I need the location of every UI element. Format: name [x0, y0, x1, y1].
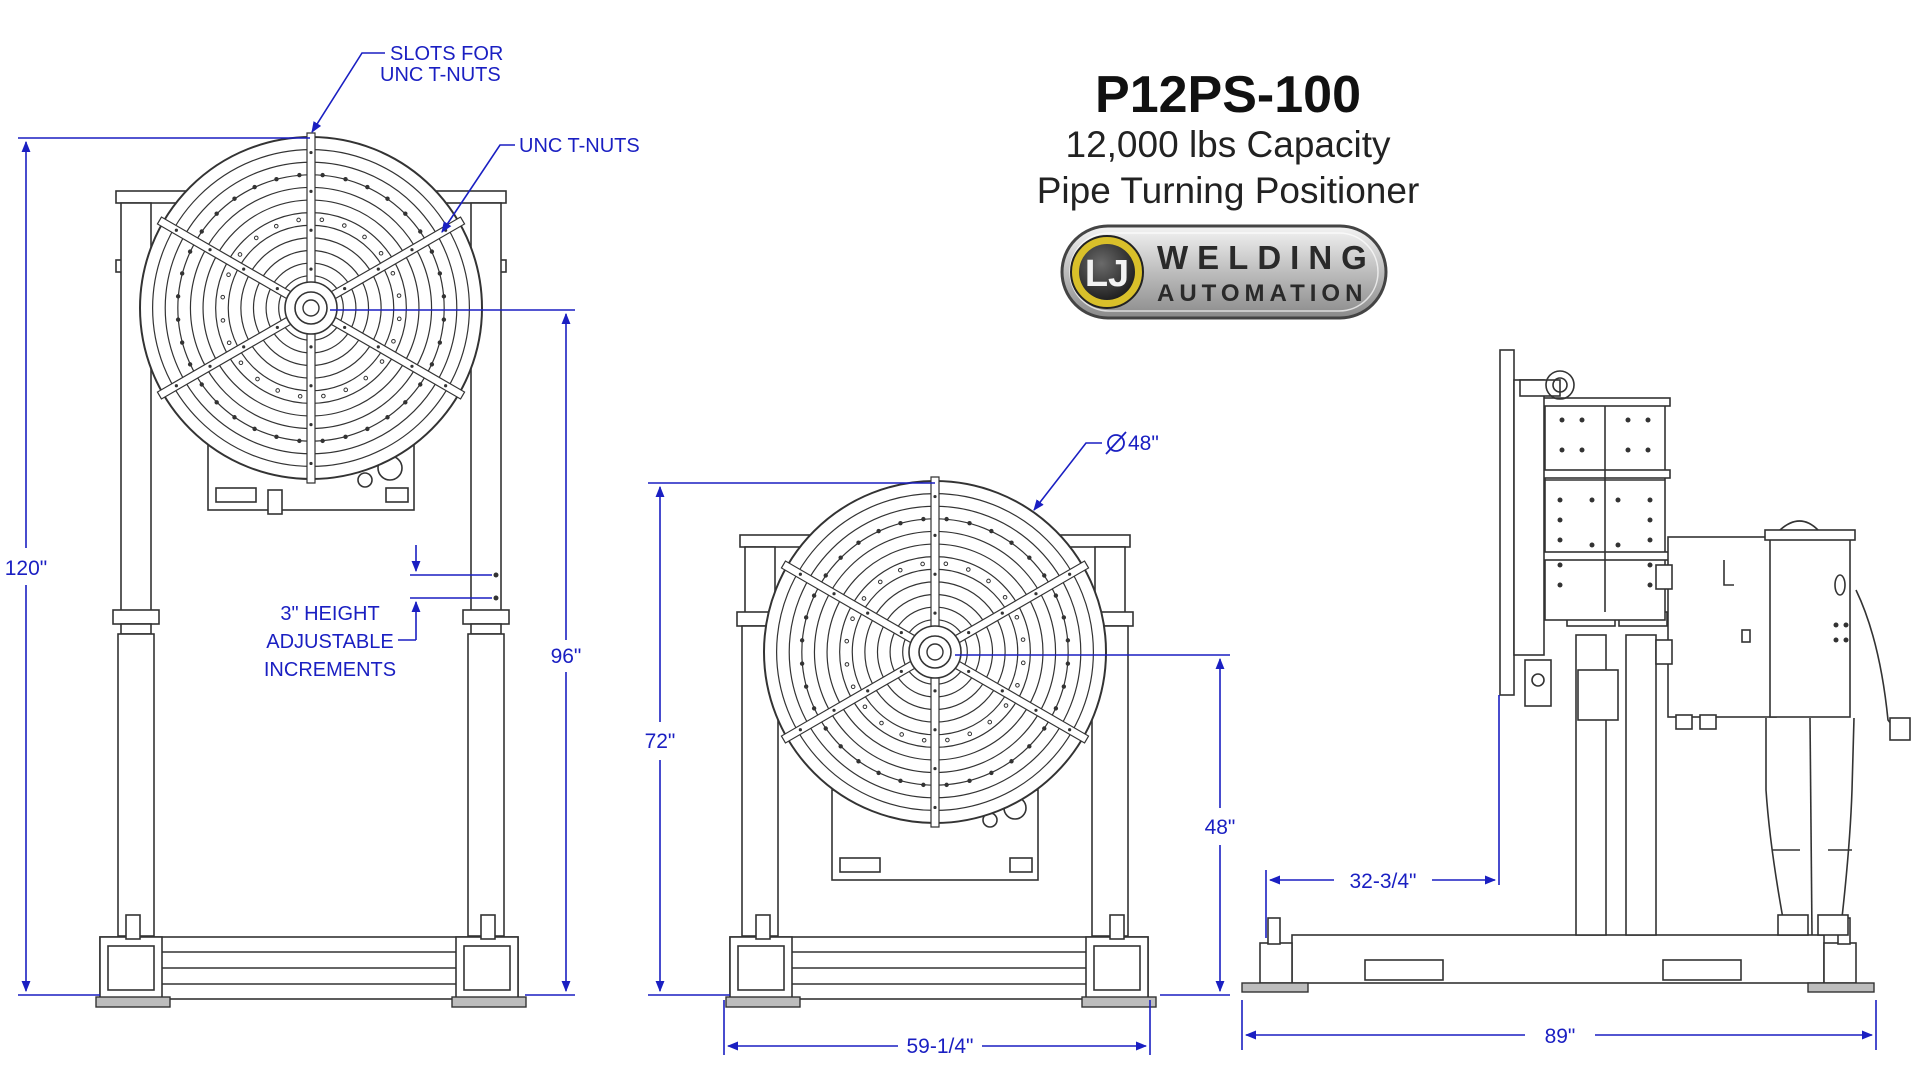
- dim-max-center: 96": [551, 645, 582, 668]
- ann-slots-line2: UNC T-NUTS: [380, 64, 501, 86]
- capacity-text: 12,000 lbs Capacity: [1066, 124, 1391, 165]
- rotating-table: [763, 476, 1107, 828]
- dimensions-view-1: 120" 96" SLOTS FOR UNC T-NUTS UNC T-NUTS…: [5, 43, 640, 996]
- operator-figure-icon: [1765, 520, 1911, 936]
- dim-overhang: 32-3/4": [1350, 870, 1417, 893]
- logo-line2: AUTOMATION: [1157, 280, 1367, 307]
- model-title: P12PS-100: [1095, 66, 1361, 124]
- side-view: [1241, 349, 1911, 993]
- ann-height-line1: 3" HEIGHT: [280, 603, 379, 625]
- dim-width: 59-1/4": [907, 1035, 974, 1058]
- company-logo: LJ WELDING AUTOMATION: [1060, 224, 1388, 320]
- dimensions-view-2: 72" 48" 48" 59-1/4": [645, 431, 1236, 1058]
- diameter-icon: [1105, 431, 1127, 455]
- ann-height-line2: ADJUSTABLE: [266, 631, 393, 653]
- dim-min-center: 48": [1205, 816, 1236, 839]
- logo-monogram: LJ: [1085, 253, 1129, 295]
- front-view-min-height: [725, 476, 1157, 1008]
- dim-max-height: 120": [5, 557, 48, 580]
- product-name: Pipe Turning Positioner: [1037, 170, 1420, 211]
- front-view-max-height: [95, 132, 527, 1008]
- logo-line1: WELDING: [1157, 239, 1376, 276]
- rotating-table: [139, 132, 483, 484]
- dim-diameter: 48": [1128, 432, 1159, 455]
- dim-min-height: 72": [645, 730, 676, 753]
- ann-height-line3: INCREMENTS: [264, 659, 396, 681]
- header: P12PS-100 12,000 lbs Capacity Pipe Turni…: [1037, 66, 1420, 211]
- ann-slots-line1: SLOTS FOR: [390, 43, 503, 65]
- dimensions-view-3: 32-3/4" 89": [1241, 695, 1877, 1050]
- dim-length: 89": [1545, 1025, 1576, 1048]
- ann-tnuts: UNC T-NUTS: [519, 135, 640, 157]
